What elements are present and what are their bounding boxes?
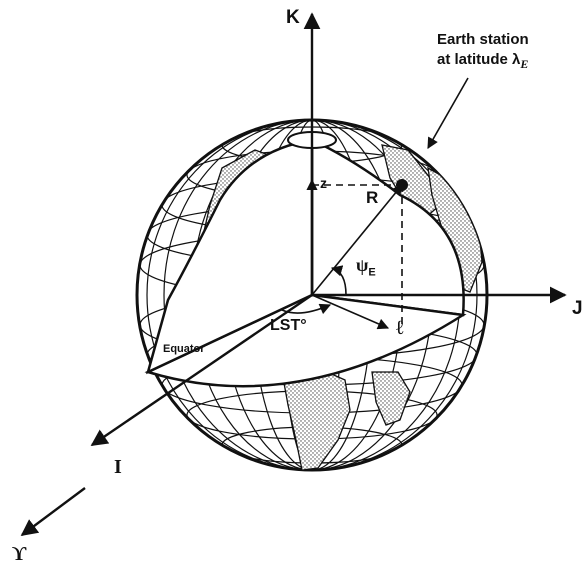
earth-station-label-line2: at latitude λE [437, 51, 529, 71]
earth-station-label-line1: Earth station [437, 31, 529, 48]
meridian-cut-edge [146, 138, 314, 375]
psi-label: ψE [356, 255, 376, 279]
i-axis [90, 294, 313, 446]
equatorial-cut-plane [144, 293, 467, 388]
l-vector [311, 294, 390, 330]
i-axis-label: I [114, 456, 122, 478]
earth-station-label: Earth station at latitude λE [437, 30, 529, 74]
lst-label: LST° [270, 317, 307, 334]
k-axis-label: K [286, 7, 300, 28]
equator-label: Equator [163, 343, 205, 355]
r-label: R [366, 188, 379, 207]
globe [135, 118, 489, 472]
construction-lines [281, 77, 469, 330]
africa-land [371, 371, 411, 426]
axes [20, 12, 567, 537]
l-label: ℓ [396, 317, 404, 339]
aries-symbol: ϒ [12, 543, 27, 565]
psi-angle-arc [330, 265, 347, 296]
z-label: z [320, 175, 327, 191]
cutaway-wedge [310, 138, 465, 317]
aries-direction [20, 487, 86, 537]
j-axis-label: J [572, 298, 583, 319]
earth-station-marker [396, 179, 408, 191]
lst-angle-arc [281, 303, 332, 315]
station-arrow [427, 77, 469, 149]
europe-land [381, 144, 441, 219]
radius-vector-r [311, 184, 403, 296]
